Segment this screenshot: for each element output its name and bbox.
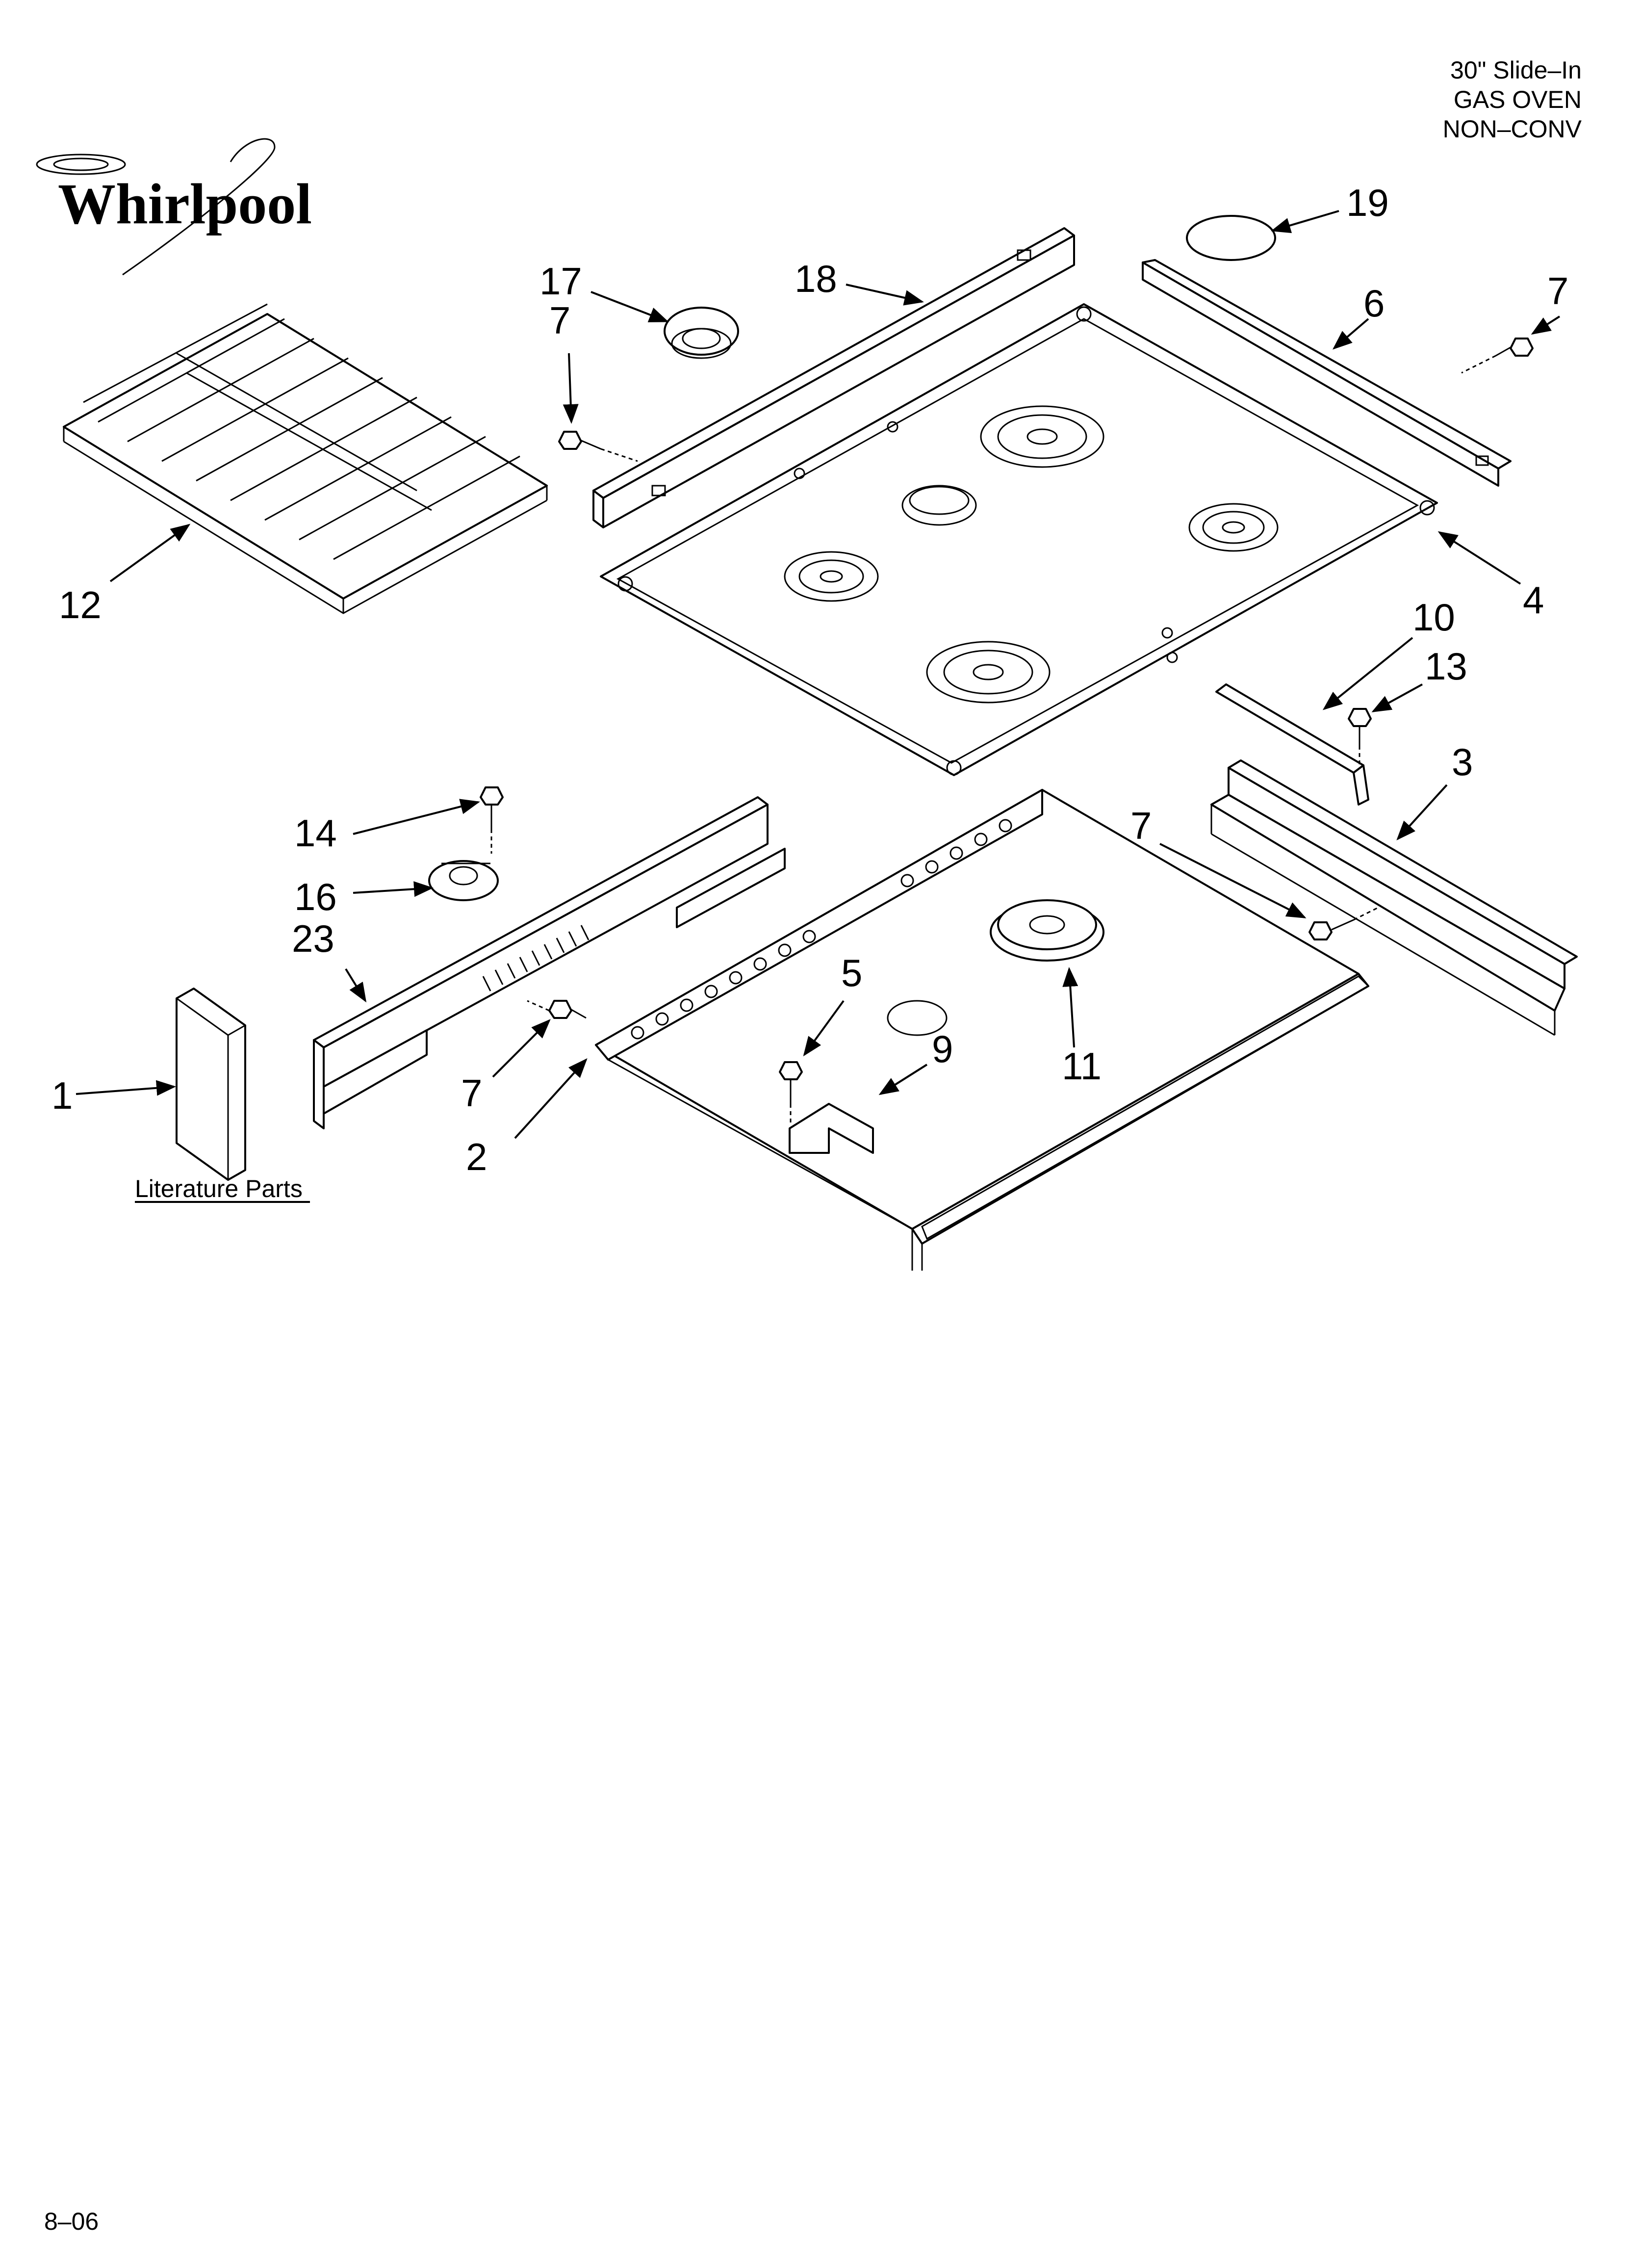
burner-opening-4 bbox=[784, 551, 879, 602]
callout-2: 2 bbox=[466, 1135, 487, 1178]
part-11-burner bbox=[990, 899, 1104, 962]
part-7-screw-d bbox=[1308, 907, 1379, 940]
part-18-trim bbox=[592, 227, 1075, 528]
callout-4: 4 bbox=[1523, 578, 1544, 622]
part-12-grate bbox=[63, 303, 548, 614]
callout-6: 6 bbox=[1363, 282, 1385, 325]
brand-name: Whirlpool bbox=[58, 172, 312, 236]
part-7-screw-a bbox=[558, 431, 638, 462]
part-5-screw bbox=[779, 1061, 803, 1123]
logo-swirl-inner-icon bbox=[53, 157, 109, 171]
burner-opening-2 bbox=[901, 485, 977, 526]
callout-10: 10 bbox=[1412, 596, 1455, 639]
part-6-trim bbox=[1142, 259, 1512, 487]
callout-numbers: 12 17 7 18 19 6 7 4 10 13 3 7 11 9 5 14 … bbox=[51, 181, 1568, 1178]
callout-16: 16 bbox=[294, 875, 337, 918]
part-4-cooktop bbox=[600, 303, 1438, 776]
burner-opening-1 bbox=[980, 405, 1104, 468]
burner-opening-5 bbox=[926, 641, 1051, 704]
part-16-valve bbox=[428, 860, 499, 901]
callout-7-right: 7 bbox=[1547, 269, 1568, 313]
part-7-screw-c bbox=[527, 1000, 587, 1019]
callout-9: 9 bbox=[932, 1027, 953, 1070]
callout-7-mid-left: 7 bbox=[461, 1071, 482, 1115]
part-3-rail bbox=[1210, 759, 1578, 1036]
part-9-bracket bbox=[789, 1103, 874, 1154]
part-17-burner-base bbox=[664, 307, 739, 359]
callout-5: 5 bbox=[841, 951, 862, 994]
part-13-screw bbox=[1348, 708, 1372, 765]
logo-swirl-icon bbox=[36, 154, 126, 175]
literature-parts-label: Literature Parts bbox=[135, 1175, 303, 1202]
footer-code: 8–06 bbox=[44, 2208, 99, 2235]
callout-18: 18 bbox=[795, 257, 837, 300]
burner-opening-3 bbox=[1188, 503, 1279, 552]
callout-23: 23 bbox=[292, 917, 334, 960]
logo-swoosh-icon bbox=[122, 138, 276, 276]
callout-7-mid-right: 7 bbox=[1130, 804, 1152, 847]
model-line-2: GAS OVEN bbox=[1454, 86, 1582, 113]
part-10-bracket bbox=[1215, 683, 1369, 806]
leader-lines bbox=[76, 210, 1561, 1139]
part-2-burner-box bbox=[595, 789, 1370, 1271]
callout-7-left: 7 bbox=[549, 299, 570, 342]
part-19-cap bbox=[1186, 215, 1276, 261]
callout-17: 17 bbox=[539, 260, 582, 303]
callout-13: 13 bbox=[1425, 645, 1467, 688]
model-line-1: 30" Slide–In bbox=[1450, 56, 1582, 84]
part-1-literature bbox=[176, 988, 246, 1181]
model-description: 30" Slide–In GAS OVEN NON–CONV bbox=[1443, 56, 1582, 143]
whirlpool-logo: Whirlpool bbox=[36, 138, 312, 276]
burner-box-holes bbox=[631, 819, 1012, 1040]
callout-3: 3 bbox=[1452, 740, 1473, 783]
callout-14: 14 bbox=[294, 811, 337, 855]
model-line-3: NON–CONV bbox=[1443, 115, 1582, 143]
part-7-screw-b bbox=[1461, 338, 1534, 374]
callout-19: 19 bbox=[1346, 181, 1389, 224]
part-23-rail bbox=[313, 796, 786, 1129]
vent-slots bbox=[482, 925, 590, 991]
callout-1: 1 bbox=[51, 1074, 73, 1117]
callout-11: 11 bbox=[1062, 1044, 1102, 1088]
callout-12: 12 bbox=[59, 583, 102, 626]
part-14-screw bbox=[480, 786, 504, 854]
